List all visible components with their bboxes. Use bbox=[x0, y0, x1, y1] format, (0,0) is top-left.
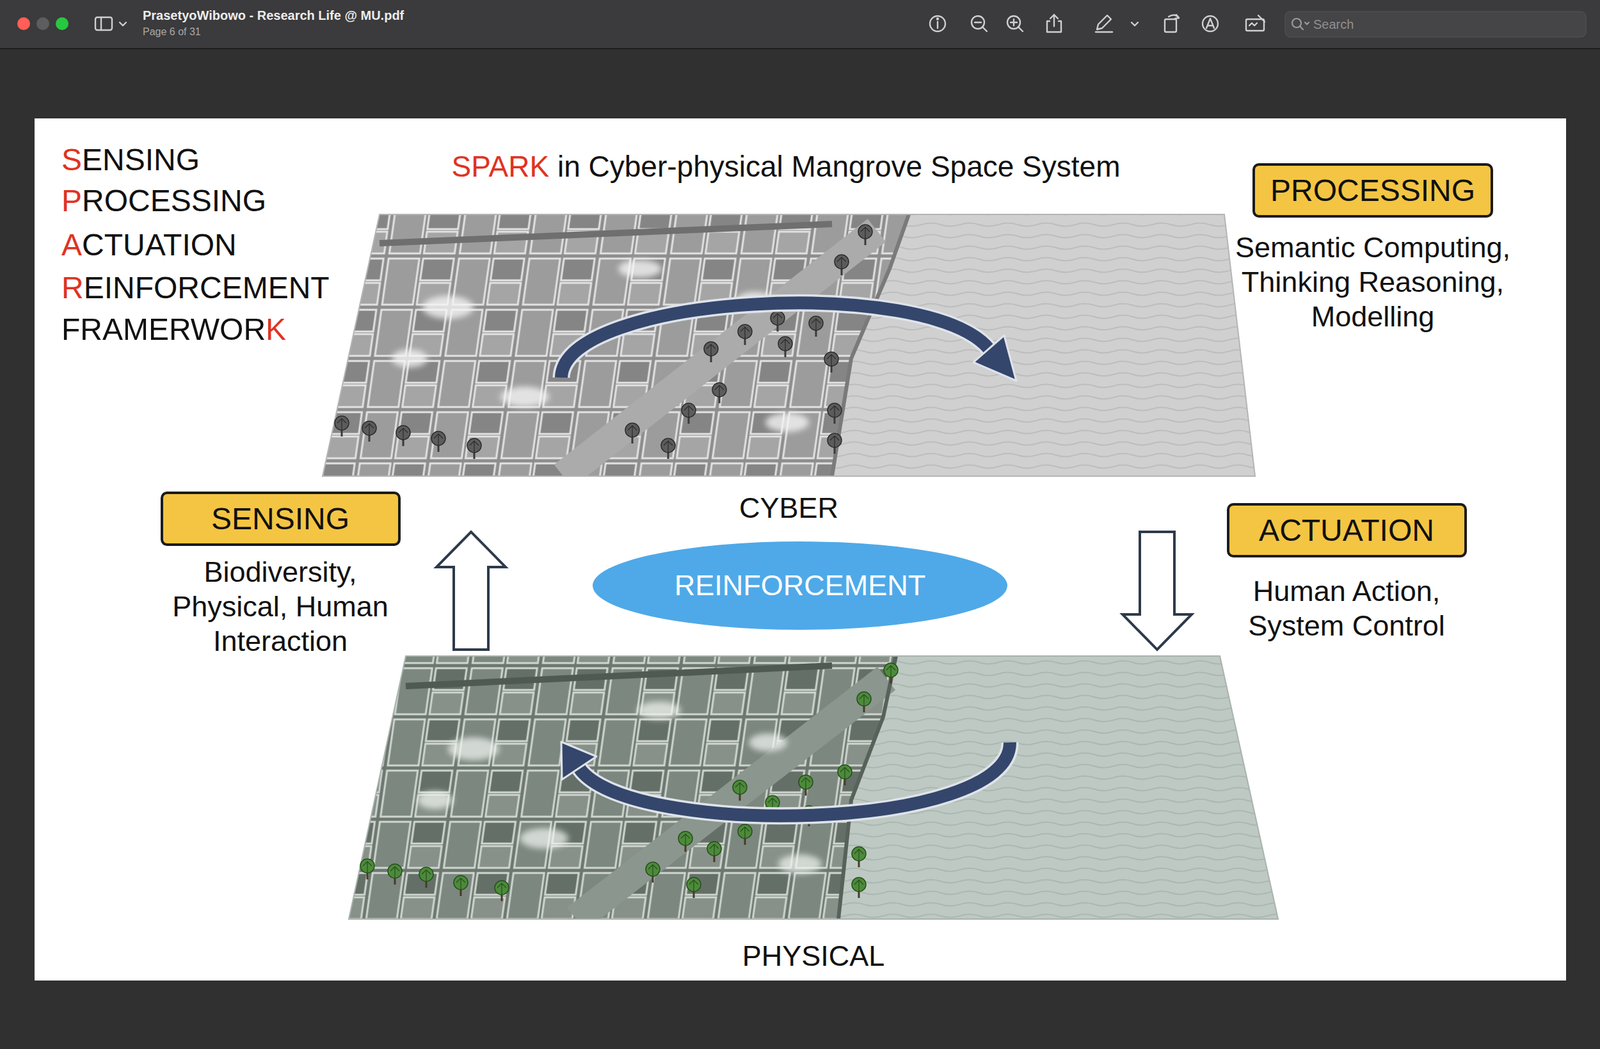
process-box: ACTUATION Human Action, System Control bbox=[1224, 503, 1469, 644]
acronym-item: PROCESSING bbox=[61, 182, 267, 220]
box-description: Human Action, System Control bbox=[1224, 574, 1469, 644]
reinforcement-ellipse: REINFORCEMENT bbox=[592, 540, 1008, 631]
process-box: PROCESSING Semantic Computing, Thinking R… bbox=[1212, 163, 1533, 335]
ellipse-fill bbox=[592, 541, 1008, 630]
acronym: SPARK bbox=[451, 147, 550, 185]
block-arrow bbox=[1122, 531, 1192, 650]
box-description: Semantic Computing, Thinking Reasoning, … bbox=[1212, 230, 1533, 335]
box-description: Biodiversity, Physical, Human Interactio… bbox=[152, 554, 409, 659]
acronym-item: ACTUATION bbox=[61, 226, 237, 264]
box-heading: SENSING bbox=[211, 501, 350, 537]
search-field bbox=[1285, 11, 1586, 38]
box-heading: ACTUATION bbox=[1258, 512, 1435, 548]
plane-area bbox=[322, 214, 1256, 477]
slide-title: in Cyber-physical Mangrove Space System bbox=[557, 147, 1120, 185]
cyber-plane bbox=[320, 211, 1261, 480]
search-icon bbox=[1292, 18, 1309, 30]
physical-plane bbox=[345, 652, 1284, 922]
window-title: PrasetyoWibowo - Research Life @ MU.pdf bbox=[142, 7, 404, 24]
page-indicator: Page 6 of 31 bbox=[142, 25, 201, 39]
heading-box: ACTUATION bbox=[1226, 503, 1467, 558]
cycle-arrow bbox=[561, 741, 1010, 816]
layer-plane: CYBER bbox=[322, 214, 1256, 526]
heading-box: SENSING bbox=[160, 491, 401, 546]
window-controls bbox=[0, 0, 1600, 48]
minimize-button bbox=[36, 17, 50, 31]
layer-plane: PHYSICAL bbox=[348, 656, 1279, 974]
search-placeholder: Search bbox=[1313, 16, 1354, 32]
ellipse-label: REINFORCEMENT bbox=[674, 568, 927, 603]
cycle-arrow bbox=[561, 302, 1017, 381]
block-arrow bbox=[436, 531, 506, 650]
acronym-item: REINFORCEMENT bbox=[61, 269, 330, 307]
acronym-item: SENSING bbox=[61, 141, 200, 179]
acronym-item: FRAMERWORK bbox=[61, 311, 287, 349]
plane-label: PHYSICAL bbox=[348, 938, 1279, 974]
plane-label: CYBER bbox=[322, 490, 1256, 526]
process-box: SENSING Biodiversity, Physical, Human Int… bbox=[152, 491, 409, 659]
zoom-button bbox=[55, 17, 69, 31]
plane-area bbox=[348, 656, 1279, 920]
box-heading: PROCESSING bbox=[1270, 172, 1476, 208]
close-button bbox=[17, 17, 31, 31]
heading-box: PROCESSING bbox=[1252, 163, 1494, 218]
